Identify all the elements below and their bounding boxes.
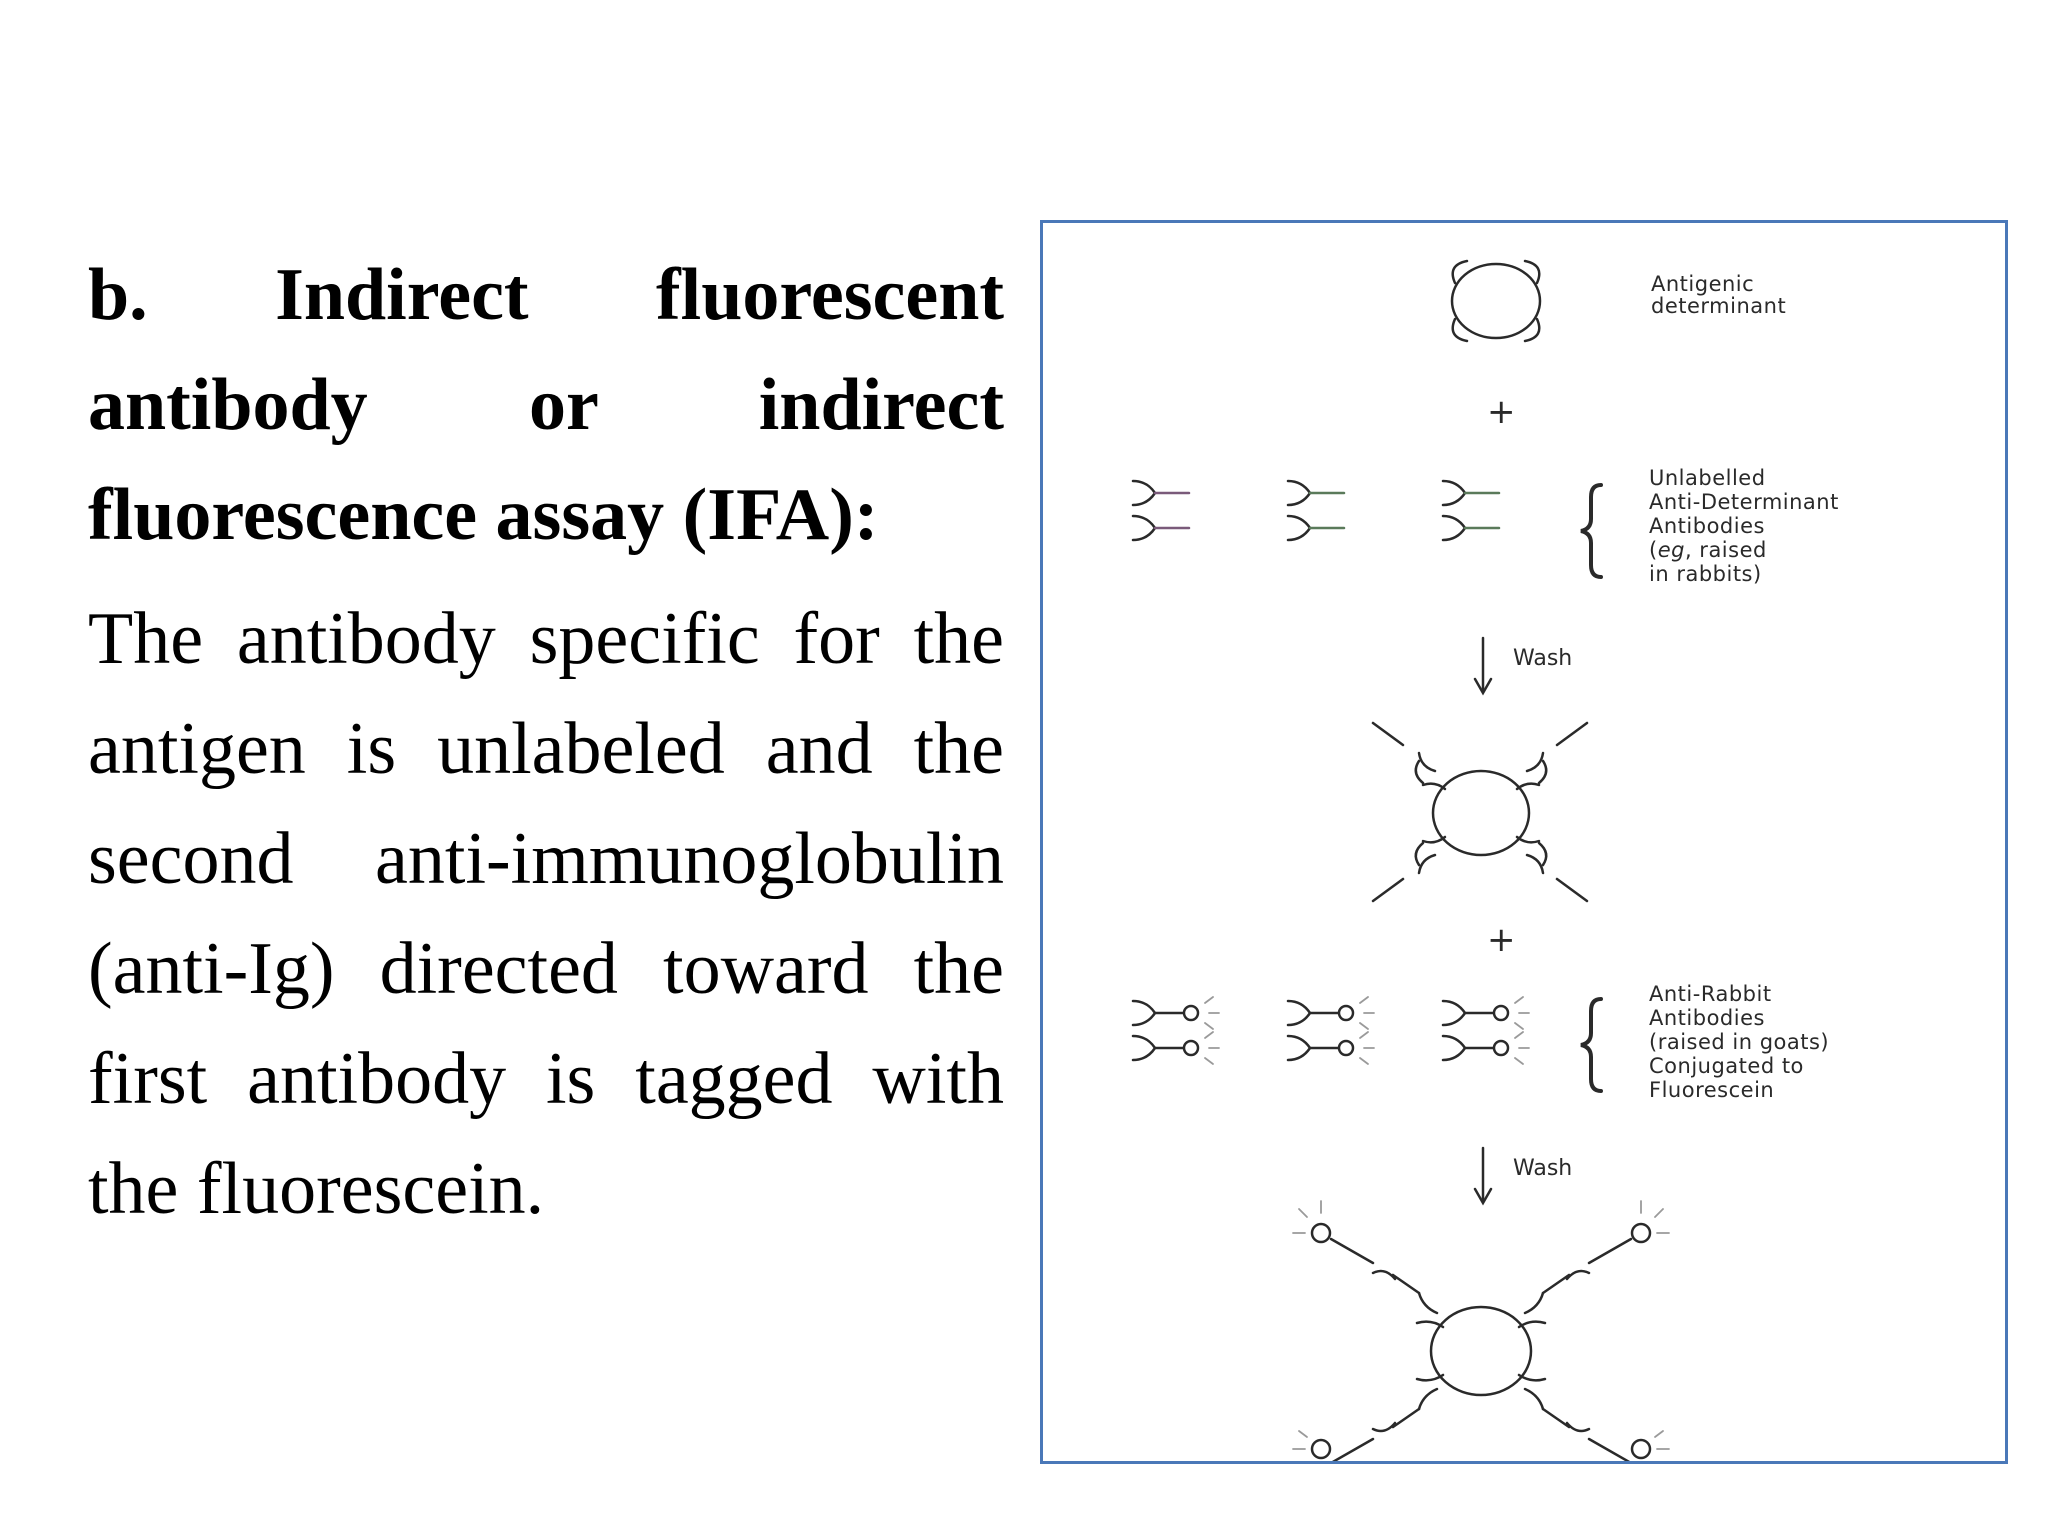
primary-label-1: Unlabelled bbox=[1649, 466, 1766, 490]
wash-arrow-1 bbox=[1473, 636, 1493, 696]
antigen-label-1: Antigenic bbox=[1651, 272, 1754, 296]
secondary-label-4: Conjugated to bbox=[1649, 1054, 1804, 1078]
primary-label-3: Antibodies bbox=[1649, 514, 1765, 538]
antigen-particle bbox=[1450, 259, 1542, 343]
primary-label-4-italic: eg bbox=[1658, 538, 1685, 562]
slide-heading: b. Indirect fluorescent antibody or indi… bbox=[88, 254, 1004, 556]
secondary-label-5: Fluorescein bbox=[1649, 1078, 1774, 1102]
primary-label-4: (eg, raised bbox=[1649, 538, 1767, 562]
primary-label-4-open: ( bbox=[1649, 538, 1658, 562]
final-fluorescent-complex bbox=[1292, 1200, 1670, 1461]
wash-arrow-2 bbox=[1473, 1146, 1493, 1206]
secondary-label-1: Anti-Rabbit bbox=[1649, 982, 1772, 1006]
slide-text-column: b. Indirect fluorescent antibody or indi… bbox=[88, 240, 1004, 1244]
antigen-primary-complex bbox=[1371, 721, 1589, 903]
slide-body: The antibody specific for the antigen is… bbox=[88, 598, 1004, 1230]
wash-label-2: Wash bbox=[1513, 1156, 1572, 1181]
antigen-label-2: determinant bbox=[1651, 294, 1786, 318]
secondary-label-2: Antibodies bbox=[1649, 1006, 1765, 1030]
primary-label-4-rest: , raised bbox=[1685, 538, 1767, 562]
secondary-antibodies bbox=[1131, 996, 1530, 1065]
plus-sign-1: + bbox=[1487, 392, 1516, 432]
secondary-label-3: (raised in goats) bbox=[1649, 1030, 1829, 1054]
brace-secondary bbox=[1580, 997, 1603, 1093]
primary-label-5: in rabbits) bbox=[1649, 562, 1762, 586]
plus-sign-2: + bbox=[1487, 920, 1516, 960]
wash-label-1: Wash bbox=[1513, 646, 1572, 671]
primary-antibodies bbox=[1131, 479, 1501, 542]
ifa-diagram-figure: Antigenic determinant + bbox=[1040, 220, 2008, 1464]
primary-label-2: Anti-Determinant bbox=[1649, 490, 1839, 514]
brace-primary bbox=[1580, 483, 1603, 579]
ifa-diagram-svg: Antigenic determinant + bbox=[1131, 259, 1839, 1461]
